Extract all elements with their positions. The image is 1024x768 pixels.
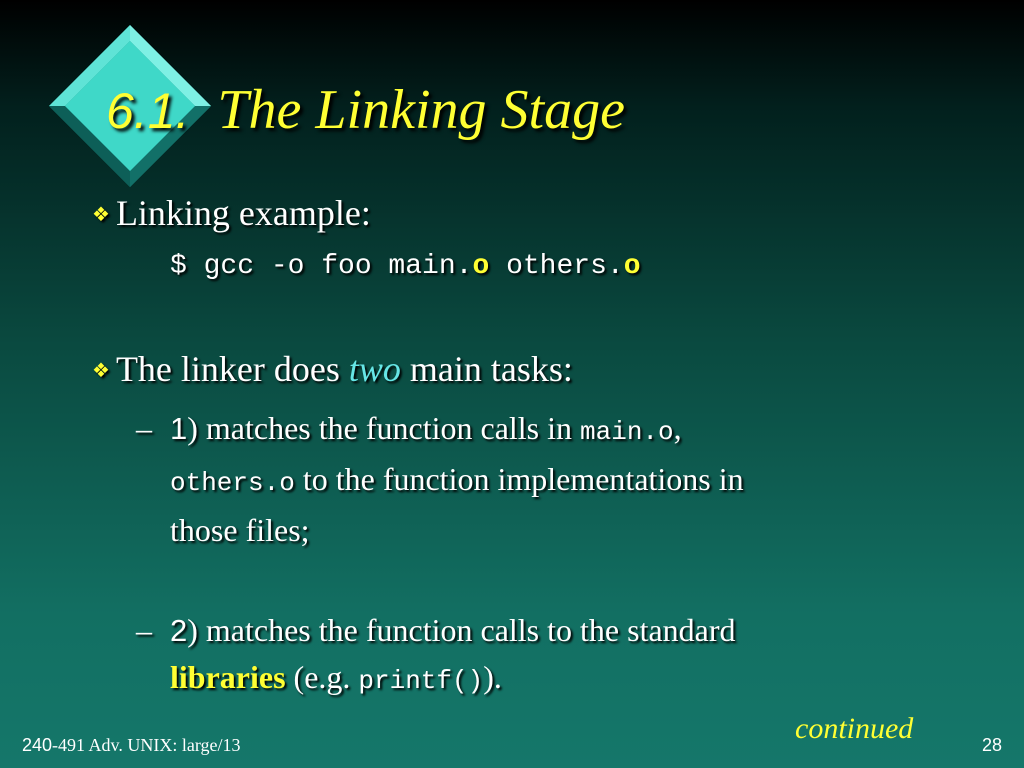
continued-label: continued (795, 712, 914, 745)
task-text: (e.g. (285, 659, 359, 695)
dash-marker: – (136, 410, 152, 446)
task-text: those files; (170, 512, 310, 548)
four-diamond-bullet-icon: ❖ (92, 360, 110, 382)
command-o-highlight: o (623, 251, 641, 282)
bullet-label: Linking example: (115, 193, 371, 233)
task-text: , (673, 410, 682, 446)
command-part: $ gcc -o foo main. (170, 251, 473, 282)
code-main-o: main.o (580, 417, 674, 447)
course-number: 240 (22, 735, 53, 755)
course-text: -491 Adv. UNIX: large/13 (52, 735, 241, 755)
task-number: 2 (170, 613, 188, 648)
bullet-linking-example: ❖Linking example: (92, 192, 371, 234)
slide-title: 6.1. The Linking Stage (106, 78, 625, 142)
gcc-command: $ gcc -o foo main.o others.o (170, 251, 641, 282)
code-others-o: others.o (170, 468, 295, 498)
bullet-linker-tasks: ❖The linker does two main tasks: (92, 348, 573, 390)
page-number: 28 (981, 735, 1002, 755)
bullet-text: The linker does (115, 349, 349, 389)
task-text: to the function implementations in (294, 461, 744, 497)
task-number: 1 (170, 411, 188, 446)
task-item-2: –2) matches the function calls to the st… (136, 607, 926, 705)
task-text: ) matches the function calls in (187, 410, 581, 446)
code-printf: printf() (358, 666, 484, 696)
diamond-logo-icon (49, 25, 211, 187)
task-item-1: –1) matches the function calls in main.o… (136, 405, 926, 554)
title-text: The Linking Stage (217, 79, 625, 141)
command-o-highlight: o (472, 251, 490, 282)
bullet-text: main tasks: (400, 349, 573, 389)
footer-course: 240-491 Adv. UNIX: large/13 (22, 735, 241, 756)
title-number: 6.1. (106, 83, 190, 139)
emphasis-text: two (348, 349, 401, 389)
dash-marker: – (136, 612, 152, 648)
libraries-highlight: libraries (170, 659, 286, 695)
task-text: ). (483, 659, 502, 695)
four-diamond-bullet-icon: ❖ (92, 204, 110, 226)
command-part: others. (489, 251, 624, 282)
task-text: ) matches the function calls to the stan… (187, 612, 736, 648)
